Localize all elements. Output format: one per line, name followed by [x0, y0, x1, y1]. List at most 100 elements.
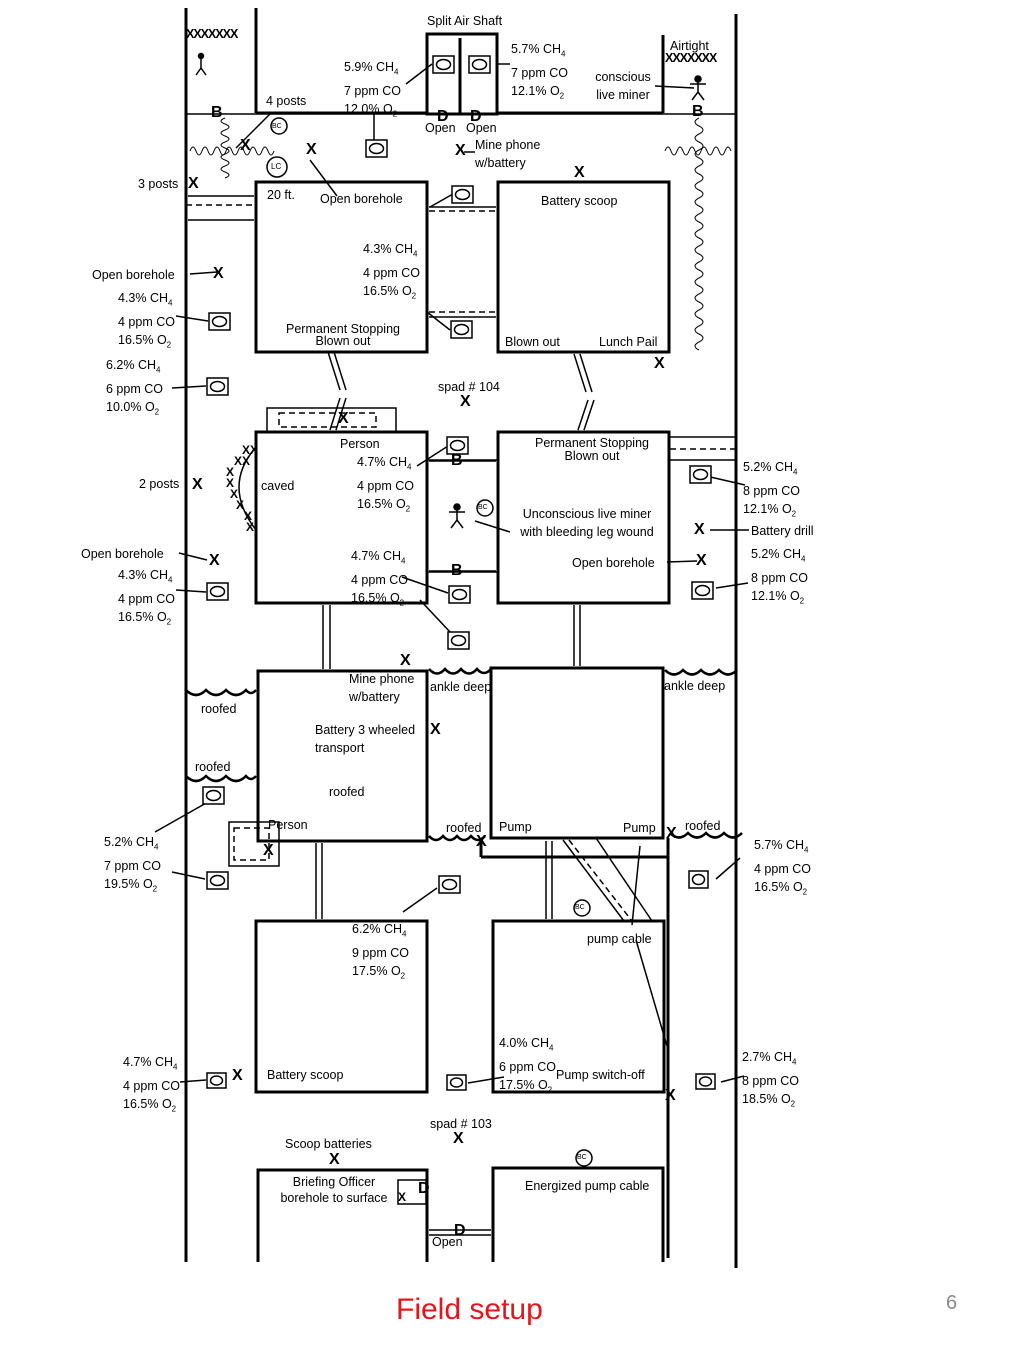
lc-label: LC: [271, 162, 282, 171]
gas-reading: 4.3% CH4 4 ppm CO 16.5% O2: [118, 291, 175, 349]
gas-detector-box: [438, 875, 461, 894]
battery-drill-label: Battery drill: [751, 524, 814, 538]
x-marker: X: [574, 164, 585, 181]
barricade-x-marks: XXXXXXX: [186, 27, 238, 41]
three-posts-label: 3 posts: [138, 177, 179, 191]
pillar-block-4: [496, 430, 671, 605]
battery-scoop-label: Battery scoop: [267, 1068, 344, 1082]
open-borehole-label: Open borehole: [92, 268, 175, 282]
x-marker: X: [232, 1067, 243, 1084]
bc-circle-icon: [270, 117, 288, 135]
x-marker: X: [188, 175, 199, 192]
gas-detector-box: [691, 581, 714, 600]
gas-detector-box: [206, 871, 229, 890]
open-borehole-label: Open borehole: [81, 547, 164, 561]
gas-reading: 4.7% CH4 4 ppm CO 16.5% O2: [123, 1055, 180, 1113]
caved-label: caved: [261, 479, 295, 493]
x-marker: X: [665, 1087, 676, 1104]
pillar-block-7: [254, 919, 429, 1094]
gas-detector-box: [365, 139, 388, 158]
gas-detector-box: [206, 582, 229, 601]
battery-scoop-label: Battery scoop: [541, 194, 618, 208]
stick-figure-icon: [195, 52, 207, 76]
pump-label: Pump: [499, 820, 532, 834]
x-marker: X: [263, 842, 274, 859]
page-number: 6: [946, 1292, 958, 1314]
gas-detector-box: [446, 1074, 467, 1091]
b-marker: B: [692, 103, 704, 120]
gas-reading: 5.9% CH4 7 ppm CO 12.0% O2: [344, 60, 401, 118]
ankle-deep-label: ankle deep: [430, 680, 492, 694]
gas-detector-box: [451, 185, 474, 204]
spad-103-label: spad # 103: [430, 1117, 492, 1131]
bc-label: BC: [575, 904, 585, 911]
pillar-block-6: [489, 666, 665, 840]
energized-pump-cable-label: Energized pump cable: [525, 1179, 650, 1193]
x-marker: X: [455, 142, 466, 159]
x-marker: X: [398, 1190, 407, 1204]
roofed-label: roofed: [195, 760, 231, 774]
x-marker: X: [338, 410, 349, 427]
gas-reading: 6.2% CH4 6 ppm CO 10.0% O2: [106, 358, 163, 416]
x-marker: X: [306, 141, 317, 158]
bc-circle-icon: [476, 499, 494, 517]
b-marker: B: [211, 104, 223, 121]
x-marker: X: [666, 825, 677, 842]
pump-label: Pump: [623, 821, 656, 835]
pillar-block-1: [254, 180, 429, 354]
gas-reading: 4.3% CH4 4 ppm CO 16.5% O2: [363, 242, 420, 300]
gas-detector-box: [208, 312, 231, 331]
gas-reading: 4.3% CH4 4 ppm CO 16.5% O2: [118, 568, 175, 626]
person-label: Person: [340, 437, 380, 451]
split-air-shaft: [425, 32, 499, 116]
scoop-batteries-label: Scoop batteries: [285, 1137, 372, 1151]
open-borehole-label: Open borehole: [320, 192, 403, 206]
pillar-block-5: [256, 669, 429, 843]
spad-104-label: spad # 104: [438, 380, 500, 394]
x-marker: X: [654, 355, 665, 372]
open-label: Open: [425, 121, 456, 135]
gas-reading: 6.2% CH4 9 ppm CO 17.5% O2: [352, 922, 409, 980]
gas-detector-box: [695, 1073, 716, 1090]
gas-reading: 4.7% CH4 4 ppm CO 16.5% O2: [357, 455, 414, 513]
pump-cable-label: pump cable: [587, 932, 652, 946]
pump-switch-off-label: Pump switch-off: [556, 1068, 645, 1082]
x-marker: X: [430, 721, 441, 738]
pillar-block-8: [491, 919, 666, 1094]
bc-circle-icon: [575, 1149, 593, 1167]
person-label: Person: [268, 818, 308, 832]
bc-label: BC: [577, 1154, 587, 1161]
airtight-x-marks: XXXXXXX: [665, 51, 717, 65]
open-borehole-label: Open borehole: [572, 556, 655, 570]
bc-circle-icon: [573, 899, 591, 917]
bc-label: BC: [478, 504, 488, 511]
x-marker: X: [400, 652, 411, 669]
gas-reading: 4.7% CH4 4 ppm CO 16.5% O2: [351, 549, 408, 607]
x-marker: X: [329, 1151, 340, 1168]
gas-reading: 5.2% CH4 8 ppm CO 12.1% O2: [743, 460, 800, 518]
split-air-shaft-label: Split Air Shaft: [427, 14, 503, 28]
gas-detector-box: [688, 870, 709, 889]
gas-reading: 5.7% CH4 7 ppm CO 12.1% O2: [511, 42, 568, 100]
gas-detector-box: [450, 320, 473, 339]
slide-title: Field setup: [396, 1293, 543, 1326]
gas-detector-box: [202, 786, 225, 805]
d-marker: D: [437, 108, 449, 125]
x-marker: X: [476, 833, 487, 850]
ankle-deep-label: ankle deep: [664, 679, 726, 693]
b-marker: B: [451, 452, 463, 469]
gas-detector-box: [206, 1072, 227, 1089]
lunch-pail-label: Lunch Pail: [599, 335, 658, 349]
x-marker: X: [453, 1130, 464, 1147]
open-label: Open: [432, 1235, 463, 1249]
roofed-label: roofed: [329, 785, 365, 799]
gas-reading: 5.7% CH4 4 ppm CO 16.5% O2: [754, 838, 811, 896]
d-marker: D: [454, 1222, 466, 1239]
